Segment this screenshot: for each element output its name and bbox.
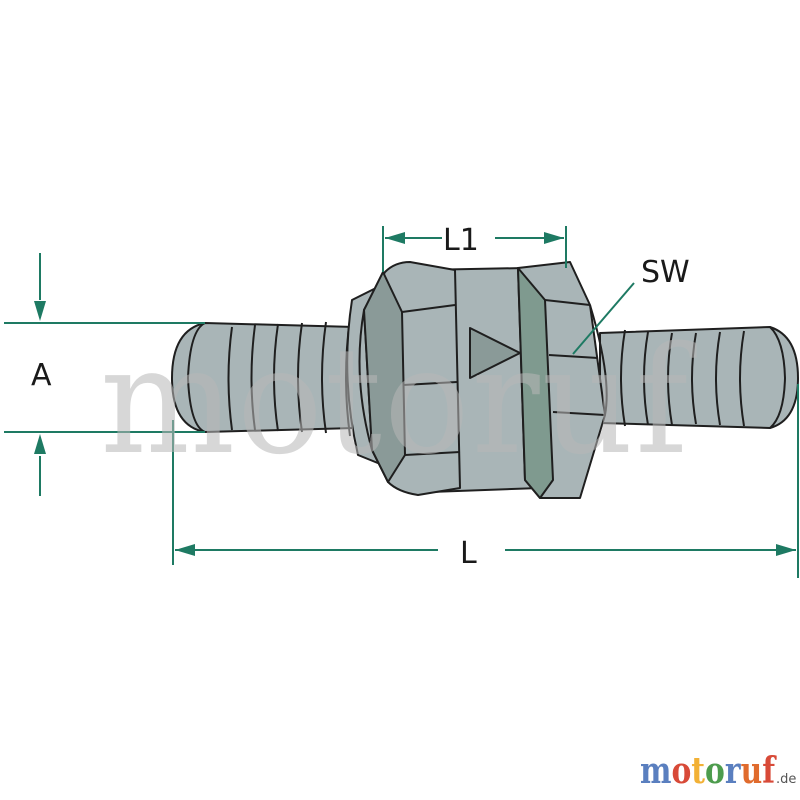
watermark-text: motoruf [100, 315, 697, 487]
logo-wordmark: motoruf [640, 750, 777, 792]
flow-direction-arrow-icon [469, 327, 521, 379]
left-hose-barb [171, 317, 356, 437]
label-sw: SW [641, 255, 690, 290]
right-hose-barb [599, 326, 799, 429]
dimension-a [4, 253, 205, 496]
label-l: L [460, 536, 477, 571]
dimension-lines [4, 226, 799, 578]
check-valve-part [171, 261, 799, 499]
label-l1: L1 [443, 223, 479, 258]
logo-domain-suffix: .de [776, 772, 796, 787]
label-a: A [31, 358, 52, 393]
dimension-l [172, 384, 799, 578]
motoruf-logo: motoruf .de [640, 750, 796, 792]
right-hex-nut [517, 261, 608, 499]
left-hex-nut [358, 261, 461, 496]
sw-leader-line [572, 282, 635, 355]
dimension-l1 [382, 226, 567, 272]
